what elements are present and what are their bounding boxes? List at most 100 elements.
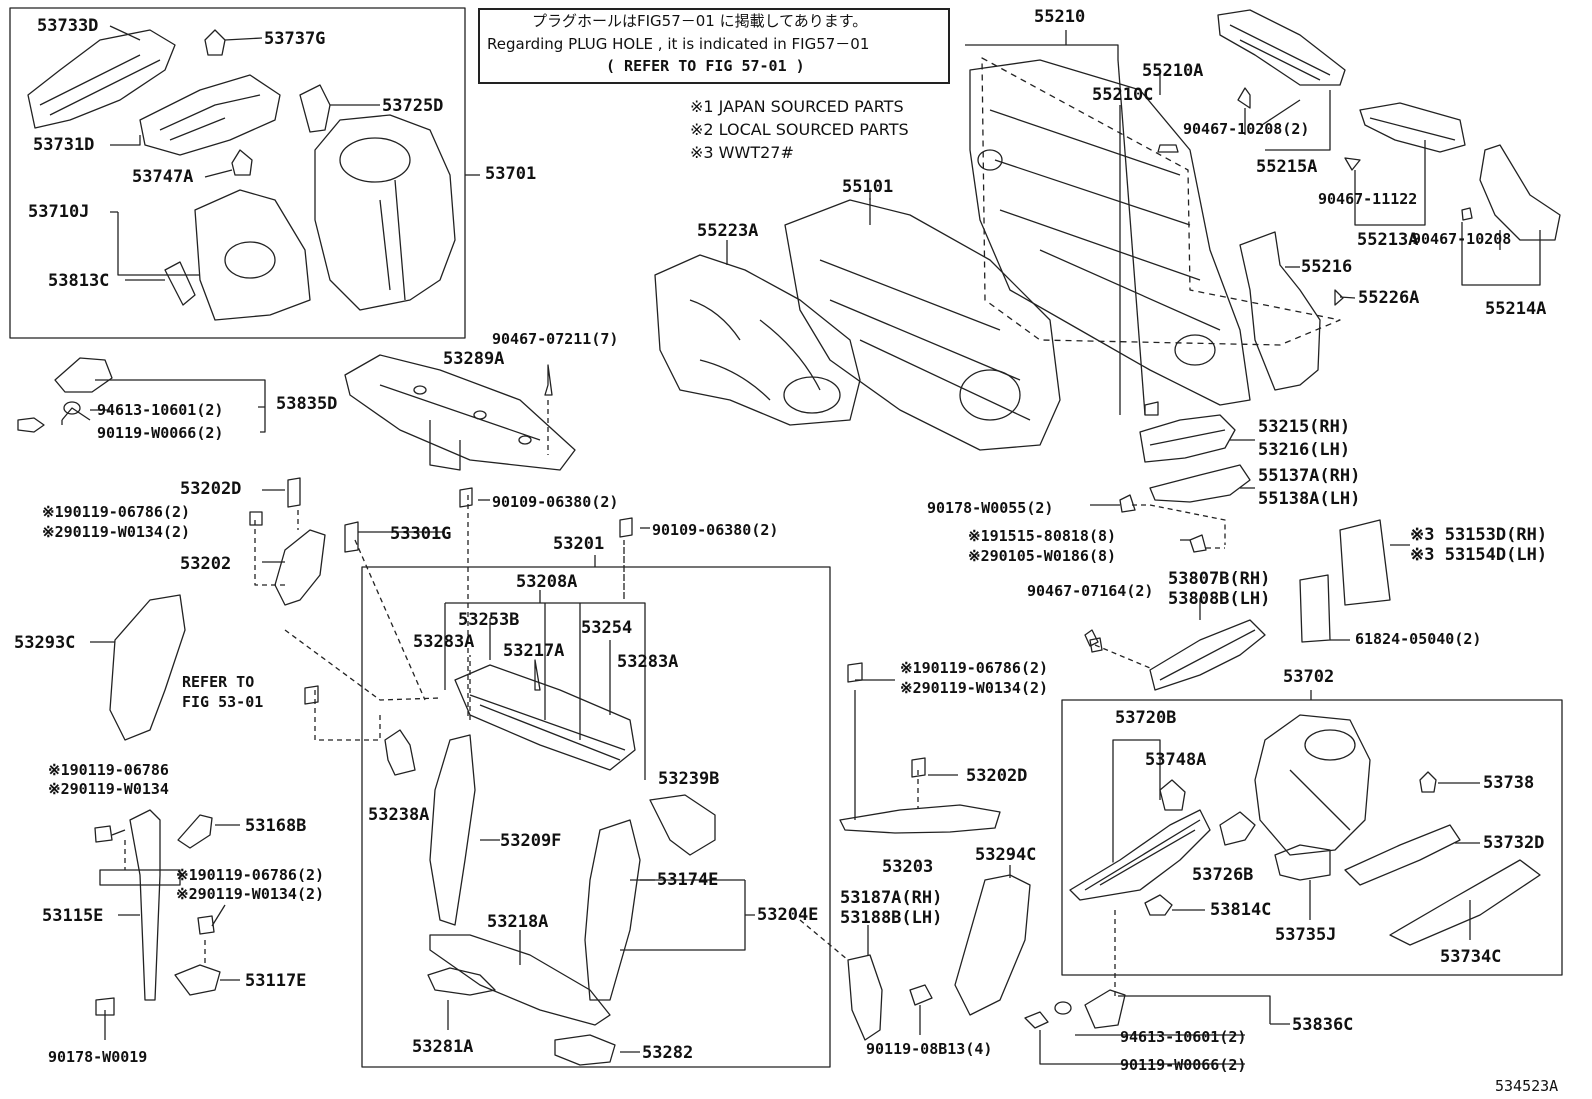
part-label: 53836C	[1292, 1015, 1354, 1035]
part-61824-shape	[1299, 574, 1331, 643]
part-label: 53216(LH)	[1258, 440, 1351, 460]
part-53807B-shape	[1149, 619, 1266, 691]
part-53202-shape	[274, 529, 326, 606]
part-label: ※290119-W0134(2)	[42, 523, 191, 541]
part-label: 90119-W0066(2)	[1120, 1056, 1247, 1074]
part-label: 53701	[485, 164, 537, 184]
part-label: 55210A	[1142, 61, 1204, 81]
part-label: ※290119-W0134(2)	[900, 679, 1049, 697]
part-53293C-shape	[109, 594, 186, 741]
part-label: 53188B(LH)	[840, 908, 943, 928]
part-label: 55214A	[1485, 299, 1547, 319]
part-label: 53734C	[1440, 947, 1502, 967]
part-label: ※190119-06786	[48, 761, 169, 779]
part-label: 53301G	[390, 524, 452, 544]
part-53153D-shape	[1339, 519, 1391, 606]
part-label: ※191515-80818(8)	[968, 527, 1117, 545]
part-55137A-shape	[1149, 464, 1251, 503]
part-53187A-shape	[847, 954, 883, 1041]
part-label: 53202D	[180, 479, 242, 499]
part-55210-shape	[969, 59, 1251, 406]
part-label: ※3 53154D(LH)	[1410, 545, 1548, 565]
part-label: 53733D	[37, 16, 99, 36]
part-label: 55138A(LH)	[1258, 489, 1361, 509]
part-label: 90178-W0019	[48, 1048, 148, 1066]
part-55101-shape	[784, 199, 1061, 451]
legend-item-local: ※2 LOCAL SOURCED PARTS	[690, 120, 909, 139]
part-label: ※290119-W0134(2)	[176, 885, 325, 903]
part-53281A-shape	[427, 967, 496, 996]
part-label: 53748A	[1145, 750, 1207, 770]
part-label: 53732D	[1483, 833, 1545, 853]
part-label: 53813C	[48, 271, 110, 291]
part-label: 90119-W0066(2)	[97, 424, 224, 442]
part-label: 61824-05040(2)	[1355, 630, 1482, 648]
part-55213A-shape	[1359, 102, 1466, 153]
part-53731D-shape	[139, 74, 281, 156]
part-label: 90467-11122	[1318, 190, 1418, 208]
part-label: 53835D	[276, 394, 338, 414]
part-label: 53702	[1283, 667, 1335, 687]
part-label: ※190119-06786(2)	[900, 659, 1049, 677]
part-53735J-shape	[1274, 844, 1331, 881]
part-label: 53168B	[245, 816, 307, 836]
part-53294C-shape	[954, 874, 1031, 1016]
part-label: 53203	[882, 857, 934, 877]
part-53218A-shape	[429, 934, 611, 1026]
part-label: 53209F	[500, 831, 562, 851]
part-label: 53238A	[368, 805, 430, 825]
part-label: 90109-06380(2)	[492, 493, 619, 511]
part-label: 53254	[581, 618, 633, 638]
part-label: ※190119-06786(2)	[42, 503, 191, 521]
part-label: ※290119-W0134	[48, 780, 169, 798]
part-label: 55223A	[697, 221, 759, 241]
part-53115E-shape	[129, 809, 161, 1001]
part-53238A-shape	[384, 729, 416, 776]
part-53702-part-shape	[1254, 714, 1371, 856]
part-53215-shape	[1139, 414, 1236, 463]
part-label: ※3 53153D(RH)	[1410, 525, 1548, 545]
part-label: 53282	[642, 1043, 694, 1063]
part-label: 53215(RH)	[1258, 417, 1351, 437]
part-label: ※290105-W0186(8)	[968, 547, 1117, 565]
part-label: 94613-10601(2)	[97, 401, 224, 419]
part-label: 53737G	[264, 29, 326, 49]
part-label: 53726B	[1192, 865, 1254, 885]
part-label: 53725D	[382, 96, 444, 116]
part-label: 90467-07211(7)	[492, 330, 619, 348]
part-label: 53201	[553, 534, 605, 554]
part-label: 53239B	[658, 769, 720, 789]
part-53738-shape	[1419, 771, 1437, 793]
part-label: 90467-10208(2)	[1183, 120, 1310, 138]
part-label: 90467-07164(2)	[1027, 582, 1154, 600]
refer-line-2: FIG 53-01	[182, 693, 264, 711]
part-53239B-shape	[649, 794, 716, 856]
part-label: 53735J	[1275, 925, 1337, 945]
part-53725D-shape	[299, 84, 331, 133]
part-53168B-shape	[177, 814, 213, 849]
part-label: 53281A	[412, 1037, 474, 1057]
part-label: 55101	[842, 177, 894, 197]
part-53117E-shape	[174, 964, 221, 996]
part-label: 53217A	[503, 641, 565, 661]
part-53835D-shape	[54, 357, 113, 393]
part-53734C-shape	[1389, 859, 1541, 946]
part-label: 53253B	[458, 610, 520, 630]
part-label: 53294C	[975, 845, 1037, 865]
part-53282-shape	[554, 1034, 616, 1066]
part-label: 53202	[180, 554, 232, 574]
part-label: 53807B(RH)	[1168, 569, 1271, 589]
part-53720B-shape	[1069, 809, 1211, 901]
part-53701-shape	[314, 114, 456, 311]
figure-code: 534523A	[1495, 1077, 1559, 1095]
part-label: 53720B	[1115, 708, 1177, 728]
part-53710J-shape	[194, 189, 311, 321]
part-55216-shape	[1239, 231, 1321, 391]
note-line-english: Regarding PLUG HOLE , it is indicated in…	[487, 35, 870, 53]
part-label: 53202D	[966, 766, 1028, 786]
part-53726B-shape	[1219, 811, 1256, 846]
part-53208A-shape	[454, 664, 636, 771]
part-label: 53208A	[516, 572, 578, 592]
